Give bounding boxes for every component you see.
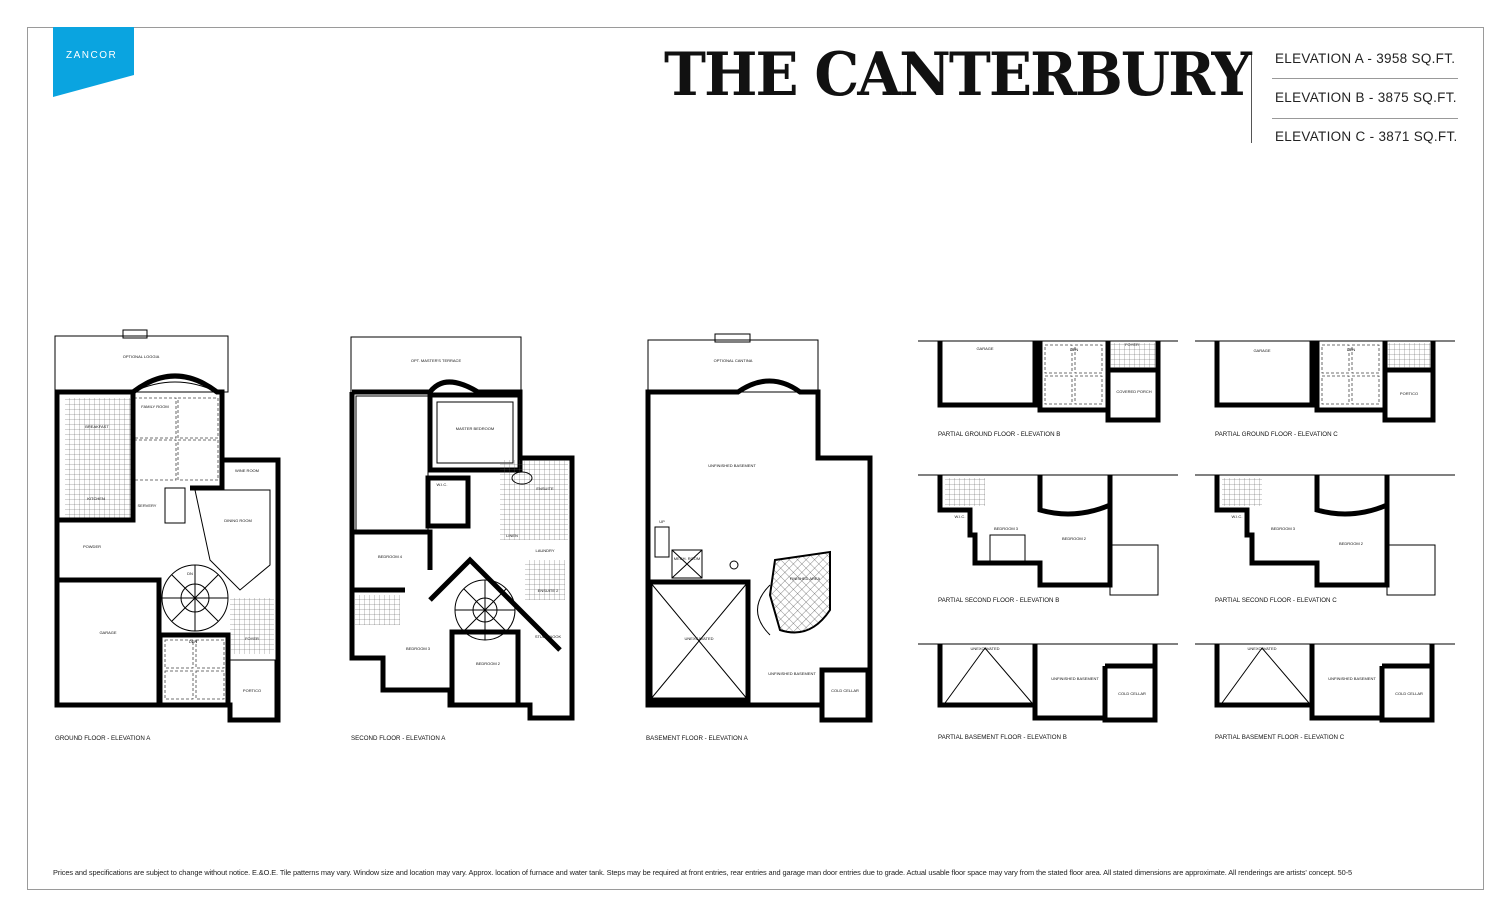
plan-caption: BASEMENT FLOOR - ELEVATION A bbox=[646, 735, 749, 742]
plan-caption: PARTIAL BASEMENT FLOOR - ELEVATION C bbox=[1215, 734, 1345, 741]
second-floor-elevation-a: OPT. MASTER'S TERRACE MASTER BEDROOM ENS… bbox=[349, 336, 575, 742]
room-label: UNEXCAVATED bbox=[970, 646, 999, 651]
room-label: UNEXCAVATED bbox=[684, 636, 713, 641]
room-label: COLD CELLAR bbox=[831, 688, 859, 693]
room-label: COVERED PORCH bbox=[1116, 389, 1151, 394]
room-label: KITCHEN bbox=[87, 496, 105, 501]
room-label: LINEN bbox=[506, 533, 518, 538]
room-label: MECH. ROOM bbox=[674, 556, 700, 561]
partial-ground-floor-elevation-b: GARAGE DEN FOYER COVERED PORCH PARTIAL G… bbox=[918, 340, 1178, 438]
room-label: BEDROOM 3 bbox=[994, 526, 1019, 531]
room-label: WINE ROOM bbox=[235, 468, 259, 473]
room-label: DINING ROOM bbox=[224, 518, 252, 523]
room-label: BEDROOM 3 bbox=[406, 646, 431, 651]
room-label: MASTER BEDROOM bbox=[456, 426, 494, 431]
room-label: UNEXCAVATED bbox=[1247, 646, 1276, 651]
ground-floor-elevation-a: OPTIONAL LOGGIA FAMILY ROOM BREAKFAST KI… bbox=[54, 329, 281, 742]
room-label: PORTICO bbox=[1400, 391, 1418, 396]
room-label: DN bbox=[187, 571, 193, 576]
title-divider bbox=[1251, 55, 1252, 143]
room-label: DEN bbox=[1347, 347, 1356, 352]
zancor-logo bbox=[53, 27, 134, 97]
partial-second-floor-elevation-c: W.I.C. BEDROOM 3 BEDROOM 2 PARTIAL SECON… bbox=[1195, 474, 1455, 604]
room-label: STUDY NOOK bbox=[535, 634, 562, 639]
partial-ground-floor-elevation-c: GARAGE DEN PORTICO PARTIAL GROUND FLOOR … bbox=[1195, 340, 1455, 438]
room-label: UP bbox=[659, 519, 665, 524]
partial-basement-floor-elevation-b: UNEXCAVATED UNFINISHED BASEMENT COLD CEL… bbox=[918, 643, 1178, 741]
partial-basement-floor-elevation-c: UNEXCAVATED UNFINISHED BASEMENT COLD CEL… bbox=[1195, 643, 1455, 741]
plan-caption: GROUND FLOOR - ELEVATION A bbox=[55, 735, 151, 742]
room-label: FOYER bbox=[1125, 342, 1139, 347]
plan-caption: PARTIAL SECOND FLOOR - ELEVATION C bbox=[1215, 597, 1337, 604]
divider bbox=[1272, 118, 1458, 119]
room-label: DEN bbox=[1070, 347, 1079, 352]
room-label: FINISHED AREA bbox=[790, 576, 821, 581]
room-label: OPTIONAL CANTINA bbox=[714, 358, 753, 363]
room-label: PORTICO bbox=[243, 688, 261, 693]
room-label: FOYER bbox=[245, 636, 259, 641]
room-label: POWDER bbox=[83, 544, 101, 549]
page-frame bbox=[27, 27, 1484, 890]
room-label: COLD CELLAR bbox=[1395, 691, 1423, 696]
room-label: OPT. MASTER'S TERRACE bbox=[411, 358, 462, 363]
plan-caption: PARTIAL SECOND FLOOR - ELEVATION B bbox=[938, 597, 1059, 604]
room-label: GARAGE bbox=[976, 346, 993, 351]
room-label: W.I.C. bbox=[1232, 514, 1243, 519]
plan-caption: PARTIAL GROUND FLOOR - ELEVATION B bbox=[938, 431, 1060, 438]
room-label: SERVERY bbox=[138, 503, 157, 508]
room-label: LAUNDRY bbox=[535, 548, 554, 553]
room-label: BEDROOM 3 bbox=[1271, 526, 1296, 531]
elevation-b-area: ELEVATION B - 3875 SQ.FT. bbox=[1275, 90, 1457, 105]
page-title: THE CANTERBURY bbox=[664, 40, 1252, 110]
room-label: BREAKFAST bbox=[85, 424, 109, 429]
room-label: COLD CELLAR bbox=[1118, 691, 1146, 696]
plan-caption: SECOND FLOOR - ELEVATION A bbox=[351, 735, 446, 742]
disclaimer-footer: Prices and specifications are subject to… bbox=[53, 868, 1353, 877]
divider bbox=[1272, 78, 1458, 79]
room-label: OPTIONAL LOGGIA bbox=[123, 354, 160, 359]
partial-second-floor-elevation-b: W.I.C. BEDROOM 3 BEDROOM 2 PARTIAL SECON… bbox=[918, 474, 1178, 604]
room-label: W.I.C. bbox=[437, 482, 448, 487]
room-label: W.I.C. bbox=[955, 514, 966, 519]
room-label: DEN bbox=[189, 639, 198, 644]
room-label: FAMILY ROOM bbox=[141, 404, 168, 409]
basement-floor-elevation-a: OPTIONAL CANTINA UNFINISHED BASEMENT UNF… bbox=[645, 333, 873, 742]
room-label: BEDROOM 2 bbox=[476, 661, 501, 666]
elevation-a-area: ELEVATION A - 3958 SQ.FT. bbox=[1275, 51, 1456, 66]
room-label: GARAGE bbox=[99, 630, 116, 635]
room-label: ENSUITE 2 bbox=[538, 588, 559, 593]
room-label: UNFINISHED BASEMENT bbox=[708, 463, 756, 468]
room-label: GARAGE bbox=[1253, 348, 1270, 353]
room-label: BEDROOM 4 bbox=[378, 554, 403, 559]
room-label: BEDROOM 2 bbox=[1062, 536, 1087, 541]
room-label: UNFINISHED BASEMENT bbox=[1051, 676, 1099, 681]
elevation-c-area: ELEVATION C - 3871 SQ.FT. bbox=[1275, 129, 1458, 144]
plan-caption: PARTIAL GROUND FLOOR - ELEVATION C bbox=[1215, 431, 1338, 438]
room-label: BEDROOM 2 bbox=[1339, 541, 1364, 546]
room-label: UNFINISHED BASEMENT bbox=[768, 671, 816, 676]
plan-caption: PARTIAL BASEMENT FLOOR - ELEVATION B bbox=[938, 734, 1067, 741]
room-label: UNFINISHED BASEMENT bbox=[1328, 676, 1376, 681]
room-label: ENSUITE bbox=[536, 486, 554, 491]
logo-text: ZANCOR bbox=[66, 50, 118, 61]
